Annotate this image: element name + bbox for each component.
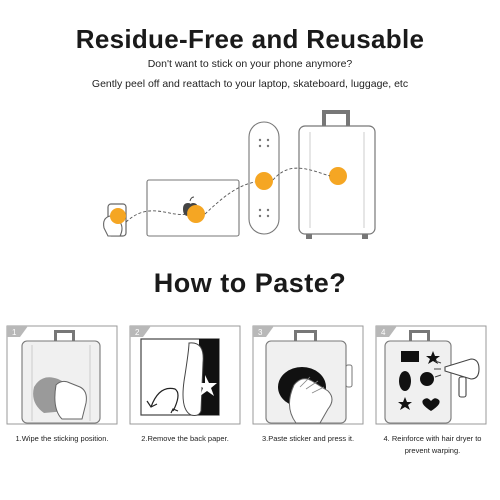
step-4-caption: 4. Reinforce with hair dryer to prevent … xyxy=(370,433,495,457)
step-badge-1: 1 xyxy=(7,326,28,337)
star-shape-icon xyxy=(197,375,217,396)
sticker-on-luggage xyxy=(329,167,347,185)
subtitle-line-2: Gently peel off and reattach to your lap… xyxy=(91,78,409,90)
sticker-on-laptop xyxy=(187,205,205,223)
step-3-panel: 3 xyxy=(252,325,364,425)
sticker-on-phone xyxy=(110,208,126,224)
arrow-skateboard-to-luggage xyxy=(272,167,331,181)
step-2-caption: 2.Remove the back paper. xyxy=(141,434,229,443)
skateboard-icon xyxy=(248,121,280,235)
peel-arrow-icon xyxy=(146,387,179,414)
back-paper-icon xyxy=(140,338,220,416)
sticker-shapes xyxy=(398,351,440,411)
step-1-caption: 1.Wipe the sticking position. xyxy=(15,434,109,443)
hand-icon xyxy=(54,380,87,420)
sticker-on-skateboard xyxy=(255,172,273,190)
subtitle-line-1: Don't want to stick on your phone anymor… xyxy=(147,58,353,70)
svg-text:3: 3 xyxy=(258,328,263,337)
luggage-icon xyxy=(298,110,376,239)
step-4-caption-line-2: prevent warping. xyxy=(404,446,461,455)
phone-in-hand-icon xyxy=(103,203,127,237)
main-title: Residue-Free and Reusable xyxy=(75,24,425,54)
step-badge-2: 2 xyxy=(130,326,151,337)
svg-text:2: 2 xyxy=(135,328,140,337)
luggage-icon xyxy=(384,330,452,424)
arrow-laptop-to-skateboard xyxy=(204,181,256,215)
hand-pressing-icon xyxy=(289,376,333,424)
how-to-title: How to Paste? xyxy=(153,268,347,298)
reuse-illustration xyxy=(103,110,376,239)
step-3-caption: 3.Paste sticker and press it. xyxy=(261,434,355,443)
step-4-panel: 4 xyxy=(375,325,487,425)
svg-text:1: 1 xyxy=(12,328,17,337)
step-badge-3: 3 xyxy=(253,326,274,337)
step-4-caption-line-1: 4. Reinforce with hair dryer to xyxy=(383,434,482,443)
laptop-icon xyxy=(146,179,240,237)
arrow-phone-to-laptop xyxy=(125,210,189,223)
step-2-panel: 2 xyxy=(129,325,241,425)
svg-text:4: 4 xyxy=(381,328,386,337)
step-badge-4: 4 xyxy=(376,326,397,337)
step-1-panel: 1 xyxy=(6,325,118,425)
hair-dryer-icon xyxy=(434,358,480,398)
